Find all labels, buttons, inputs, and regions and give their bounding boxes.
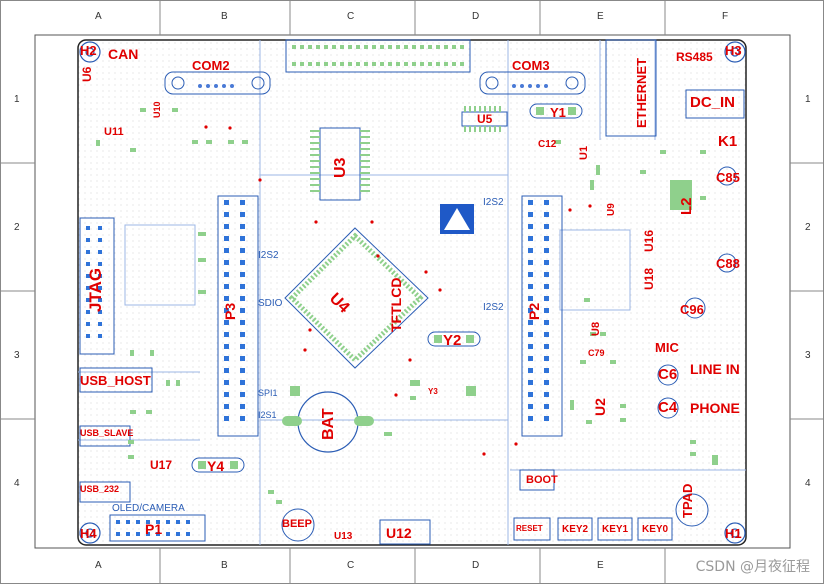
zone-col-e-bottom: E bbox=[597, 560, 604, 571]
label-u3: U3 bbox=[332, 157, 349, 178]
zone-row-2-left: 2 bbox=[14, 222, 20, 233]
label-c88: C88 bbox=[716, 256, 740, 271]
zone-col-a-top: A bbox=[95, 11, 102, 22]
label-k1: K1 bbox=[718, 133, 738, 150]
label-u18: U18 bbox=[642, 267, 656, 290]
label-i2s2-left: I2S2 bbox=[258, 250, 279, 261]
label-key2: KEY2 bbox=[562, 524, 589, 535]
label-p1: P1 bbox=[145, 521, 163, 537]
label-u12: U12 bbox=[386, 525, 412, 541]
label-dc-in: DC_IN bbox=[690, 94, 736, 111]
label-usb-232: USB_232 bbox=[80, 484, 120, 494]
label-u11: U11 bbox=[104, 126, 124, 138]
zone-row-1-right: 1 bbox=[805, 94, 811, 105]
label-u2: U2 bbox=[592, 398, 608, 416]
zone-col-a-bottom: A bbox=[95, 560, 102, 571]
label-h2: H2 bbox=[80, 43, 97, 58]
label-p-left: P3 bbox=[222, 302, 238, 320]
label-p-right: P2 bbox=[526, 302, 542, 320]
label-u13: U13 bbox=[334, 531, 353, 542]
zone-row-3-left: 3 bbox=[14, 350, 20, 361]
label-u5: U5 bbox=[477, 112, 493, 126]
zone-row-4-right: 4 bbox=[805, 478, 811, 489]
zone-row-1-left: 1 bbox=[14, 94, 20, 105]
label-bat: BAT bbox=[320, 408, 337, 440]
label-h3: H3 bbox=[725, 43, 742, 58]
zone-row-2-right: 2 bbox=[805, 222, 811, 233]
label-ethernet: ETHERNET bbox=[634, 57, 649, 128]
label-key1: KEY1 bbox=[602, 524, 629, 535]
zone-col-c-top: C bbox=[347, 11, 355, 22]
label-u1: U1 bbox=[578, 145, 590, 160]
label-i2s1: I2S1 bbox=[258, 410, 277, 420]
label-usb-slave: USB_SLAVE bbox=[80, 428, 134, 438]
label-h1: H1 bbox=[725, 526, 742, 541]
label-y3: Y3 bbox=[428, 387, 438, 396]
label-usb-host: USB_HOST bbox=[80, 373, 151, 388]
label-u16: U16 bbox=[642, 229, 656, 252]
label-y1: Y1 bbox=[550, 105, 566, 120]
label-jtag: JTAG bbox=[86, 267, 105, 312]
label-oled-camera: OLED/CAMERA bbox=[112, 503, 185, 514]
label-y4: Y4 bbox=[207, 458, 225, 474]
label-reset: RESET bbox=[516, 524, 543, 533]
label-tftlcd: TFTLCD bbox=[388, 277, 404, 332]
label-com2: COM2 bbox=[192, 58, 230, 73]
label-key0: KEY0 bbox=[642, 524, 669, 535]
label-c85: C85 bbox=[716, 170, 740, 185]
zone-col-f-top: F bbox=[722, 11, 729, 22]
label-c96: C96 bbox=[680, 302, 704, 317]
zone-col-c-bottom: C bbox=[347, 560, 355, 571]
label-i2s2-right-top: I2S2 bbox=[483, 197, 504, 208]
label-u6: U6 bbox=[80, 66, 94, 82]
label-spi1: SPI1 bbox=[258, 388, 278, 398]
label-c79: C79 bbox=[588, 348, 605, 358]
zone-col-e-top: E bbox=[597, 11, 604, 22]
label-boot: BOOT bbox=[526, 474, 558, 486]
label-u9: U9 bbox=[606, 203, 617, 216]
watermark: CSDN @月夜征程 bbox=[695, 559, 810, 575]
label-tpad: TPAD bbox=[680, 483, 695, 518]
label-u8: U8 bbox=[590, 321, 602, 336]
zone-col-b-bottom: B bbox=[221, 560, 228, 571]
zone-col-d-bottom: D bbox=[472, 560, 480, 571]
zone-row-3-right: 3 bbox=[805, 350, 811, 361]
label-i2s2-right-mid: I2S2 bbox=[483, 302, 504, 313]
label-line-in: LINE IN bbox=[690, 361, 740, 377]
label-mic: MIC bbox=[655, 340, 679, 355]
label-u17: U17 bbox=[150, 458, 173, 472]
zone-col-b-top: B bbox=[221, 11, 228, 22]
label-rs485: RS485 bbox=[676, 50, 713, 64]
label-com3: COM3 bbox=[512, 58, 550, 73]
label-beep: BEEP bbox=[282, 518, 312, 530]
label-c6: C6 bbox=[658, 366, 678, 383]
label-c4: C4 bbox=[658, 399, 678, 416]
label-phone: PHONE bbox=[690, 400, 740, 416]
label-y2: Y2 bbox=[443, 332, 462, 349]
label-l2: L2 bbox=[678, 197, 695, 215]
label-sdio: SDIO bbox=[258, 298, 283, 309]
label-c12: C12 bbox=[538, 139, 557, 150]
zone-row-4-left: 4 bbox=[14, 478, 20, 489]
zone-col-d-top: D bbox=[472, 11, 480, 22]
label-h4: H4 bbox=[80, 526, 97, 541]
label-can: CAN bbox=[108, 46, 139, 62]
label-u10: U10 bbox=[152, 101, 162, 118]
